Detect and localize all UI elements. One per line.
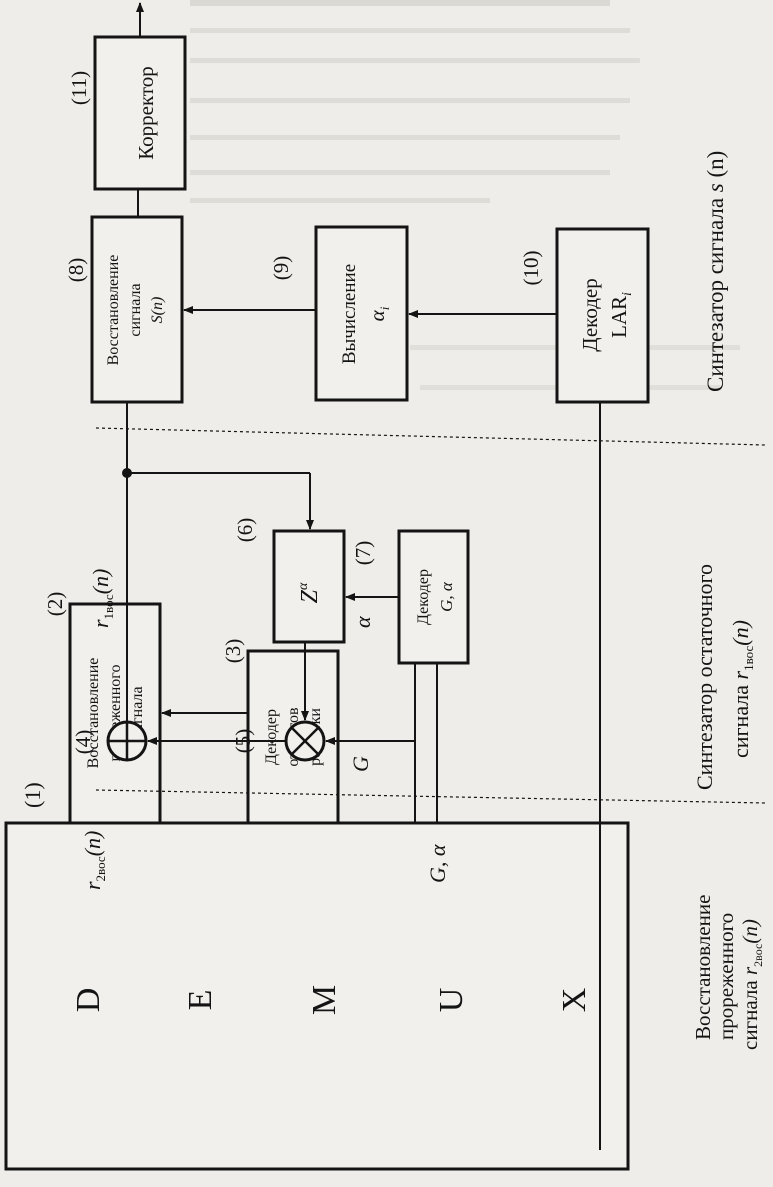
demux-number: (1)	[20, 782, 45, 808]
background-bleed-text	[190, 0, 740, 390]
synth-s-title: Синтезатор сигнала s (n)	[703, 151, 728, 392]
demux-letter-x: X	[556, 988, 593, 1013]
demux-block	[4, 821, 630, 1171]
alpha-compute-line1: Вычисление	[339, 264, 360, 364]
alpha-compute-block	[314, 225, 409, 402]
corrector-label: Корректор	[134, 66, 158, 160]
block6-number: (6)	[233, 518, 257, 543]
demux-letter-e: E	[182, 990, 219, 1011]
summation-number: (4)	[71, 730, 95, 755]
gain-alpha-label: G, α	[425, 844, 450, 883]
signal-restore-block	[90, 215, 184, 404]
restore-r2-title-line3: сигнала r2вос(n)	[738, 919, 765, 1050]
lar-decoder-line2: LARi	[607, 292, 635, 338]
restore-r2-title-line1: Восстановление	[691, 895, 715, 1040]
delay-label: Zα	[296, 582, 323, 603]
separator-bottom	[95, 789, 766, 804]
block9-number: (9)	[269, 256, 293, 281]
demux-letter-d: D	[70, 988, 107, 1013]
gain-lag-decoder-line1: Декодер	[415, 569, 432, 625]
junction-dot	[122, 468, 132, 478]
block7-number: (7)	[351, 541, 375, 566]
gain-label: G	[348, 756, 373, 772]
alpha-compute-line2: αi	[365, 306, 392, 321]
lattice-decoder-line1: Декодер	[263, 709, 280, 765]
demux-letter-u: U	[433, 988, 470, 1013]
signal-restore-line3: S(n)	[149, 297, 166, 324]
corrector-block	[93, 35, 187, 191]
alpha-label: α	[350, 616, 375, 628]
signal-restore-line1: Восстановление	[105, 255, 122, 366]
lar-decoder-block	[555, 227, 650, 404]
restore-decimated-block	[68, 602, 162, 825]
r1-signal-label: r1вос(n)	[88, 569, 116, 628]
r2-signal-label: r2вос(n)	[80, 831, 108, 890]
delay-block	[272, 529, 346, 644]
block11-number: (11)	[67, 71, 91, 105]
gain-lag-decoder-block	[397, 529, 470, 665]
restore-r2-title-line2: прореженного	[714, 913, 738, 1040]
demux-letter-m: M	[306, 985, 343, 1015]
block3-number: (3)	[221, 639, 245, 664]
restore-decimated-line1: Восстановление	[85, 658, 102, 769]
lar-decoder-line1: Декодер	[578, 278, 602, 351]
synth-r1-title-line2: сигнала r1вос(n)	[728, 620, 756, 758]
synth-r1-title-line1: Синтезатор остаточного	[692, 564, 717, 790]
connections	[126, 2, 601, 1150]
separator-top	[95, 427, 766, 446]
block10-number: (10)	[519, 251, 543, 286]
gain-lag-decoder-line2: G, α	[437, 581, 456, 612]
signal-restore-line2: сигнала	[127, 283, 144, 336]
block8-number: (8)	[64, 258, 88, 283]
block2-number: (2)	[43, 592, 67, 617]
